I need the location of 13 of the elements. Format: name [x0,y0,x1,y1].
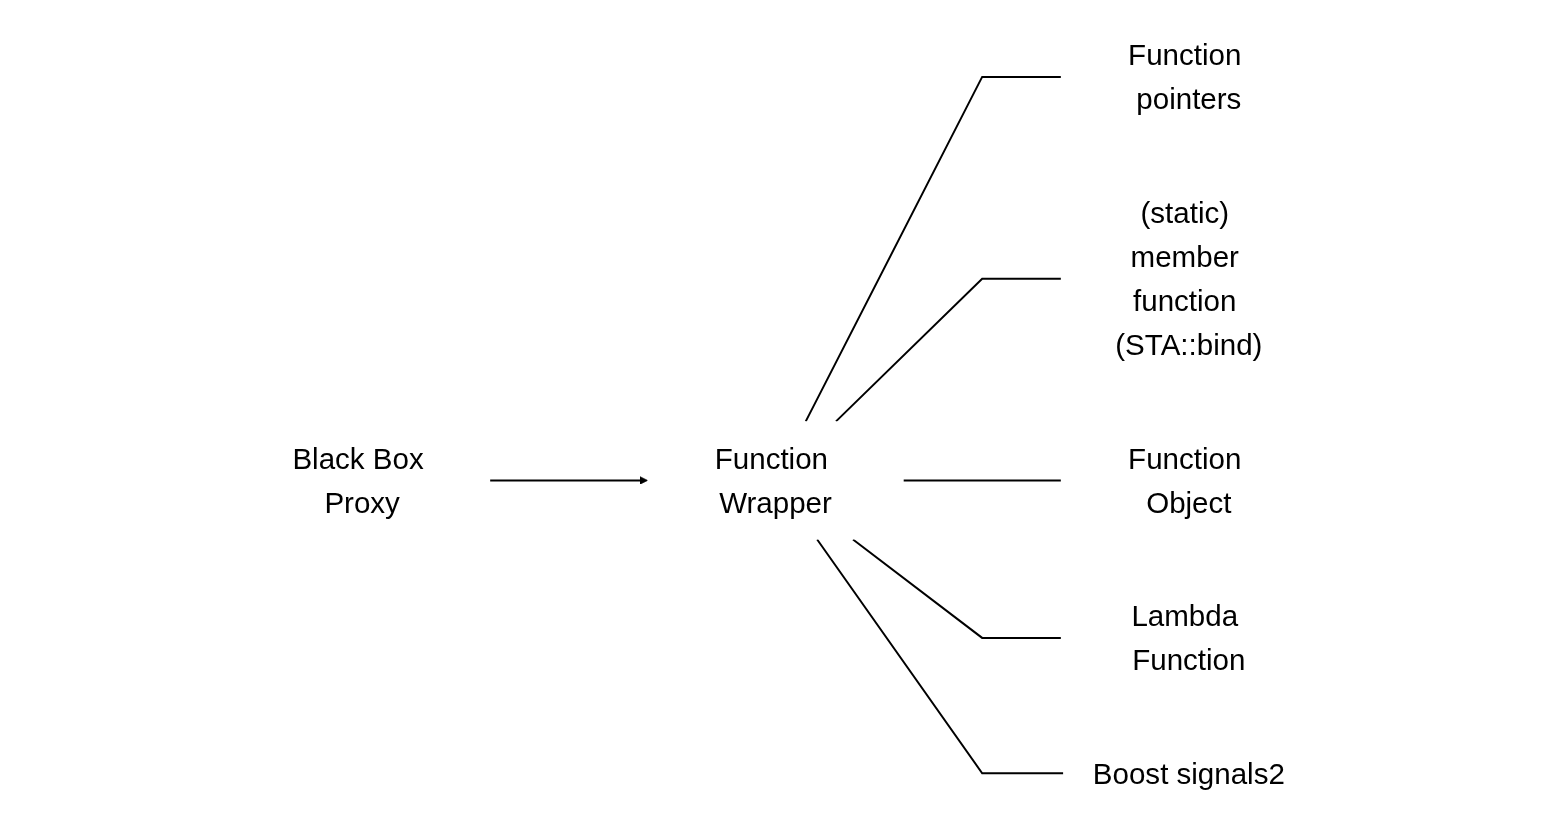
node-text: Black Box Proxy [292,442,424,519]
node-text: Boost signals2 [1092,756,1285,790]
connector [804,75,1062,423]
node-text: Function Object [1128,442,1242,519]
connector [816,538,1065,775]
node-text: Function pointers [1128,38,1242,116]
node-text: Function Wrapper [714,442,832,519]
node-text: (static) member function (STA::bind) [1115,196,1263,362]
arrow [489,476,648,485]
connector [902,479,1062,482]
node-text: Lambda Function [1131,599,1246,677]
connector [835,277,1062,423]
connector [852,538,1062,639]
